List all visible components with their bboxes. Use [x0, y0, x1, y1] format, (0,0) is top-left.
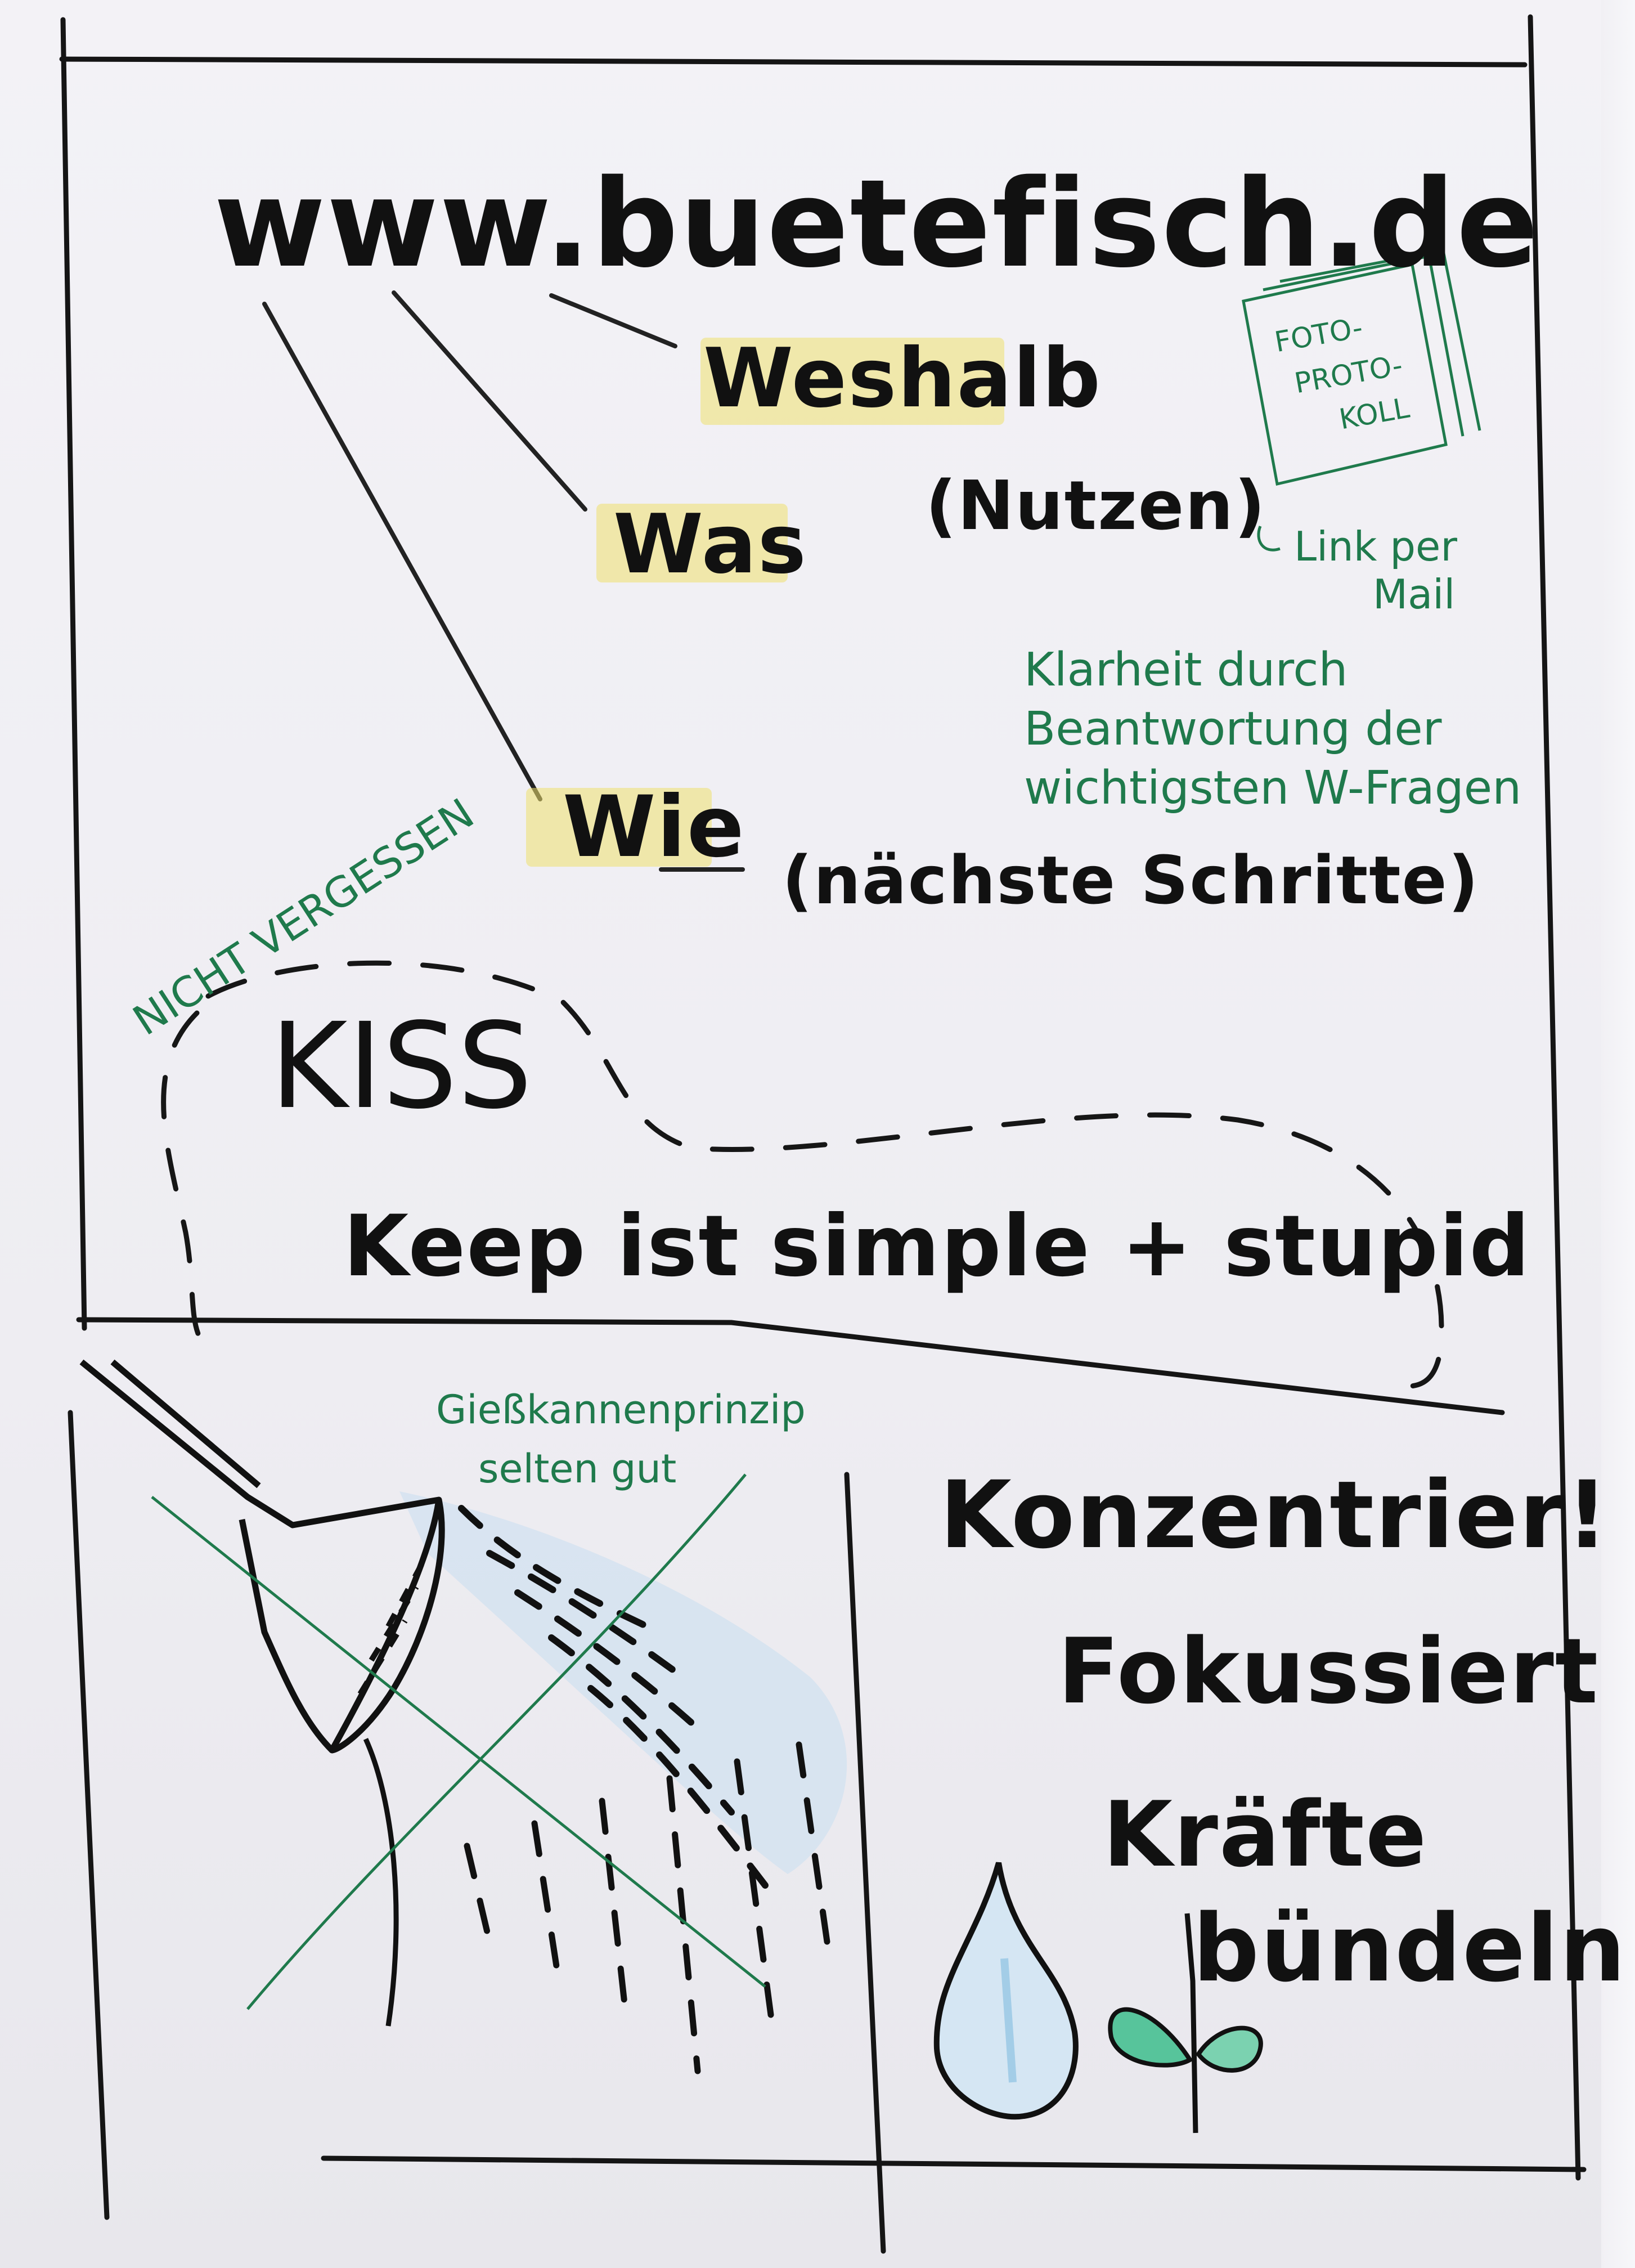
highlight-wie: [526, 788, 712, 867]
text-konzentrier: Konzentrier!: [940, 1461, 1610, 1569]
highlight-weshalb: [700, 338, 1004, 425]
left-border-upper-line: [60, 17, 87, 1331]
divider-line: [76, 1317, 1505, 1415]
giesskanne-line-2: selten gut: [478, 1446, 677, 1492]
right-border-line: [1528, 14, 1581, 2181]
text-fokussiert: Fokussiert: [1058, 1619, 1600, 1724]
watering-can-icon: [79, 1359, 847, 2074]
connector-wie: [262, 302, 542, 801]
question-wie: Wie: [563, 778, 745, 876]
link-note-line-1: Link per: [1294, 523, 1457, 570]
paper-edge: [1601, 0, 1635, 2268]
frame-lines: [59, 14, 1587, 2254]
left-border-lower-line: [68, 1410, 110, 2220]
connector-lines: [262, 290, 745, 872]
bottom-line: [321, 2155, 1587, 2172]
question-weshalb: Weshalb: [703, 331, 1102, 426]
giesskanne-line-1: Gießkannenprinzip: [436, 1387, 806, 1433]
connector-weshalb: [549, 293, 677, 348]
klarheit-line-1: Klarheit durch: [1024, 643, 1348, 697]
highlight-was: [596, 504, 788, 582]
connector-was: [392, 290, 587, 512]
stacked-papers-icon: [1242, 249, 1481, 552]
link-note-line-2: Mail: [1373, 571, 1456, 618]
klarheit-line-3: wichtigsten W-Fragen: [1024, 761, 1522, 815]
url-heading: www.buetefisch.de: [214, 153, 1540, 294]
top-border-line: [59, 56, 1528, 68]
text-kraefte: Kräfte: [1103, 1782, 1428, 1887]
kiss-dashed-cloud: [161, 960, 1444, 1389]
question-was: Was: [613, 497, 807, 592]
cross-out-lines: [151, 1473, 766, 2010]
vertical-divider-line: [844, 1472, 886, 2254]
note-naechste-schritte: (nächste Schritte): [782, 841, 1480, 919]
kiss-explanation: Keep ist simple + stupid: [343, 1198, 1531, 1296]
water-drop-icon: [933, 1862, 1079, 2120]
klarheit-line-2: Beantwortung der: [1024, 702, 1442, 756]
note-nutzen: (Nutzen): [926, 467, 1266, 545]
seedling-icon: [1108, 1913, 1263, 2133]
text-buendeln: bündeln: [1193, 1894, 1627, 2002]
kiss-title: KISS: [270, 997, 533, 1135]
